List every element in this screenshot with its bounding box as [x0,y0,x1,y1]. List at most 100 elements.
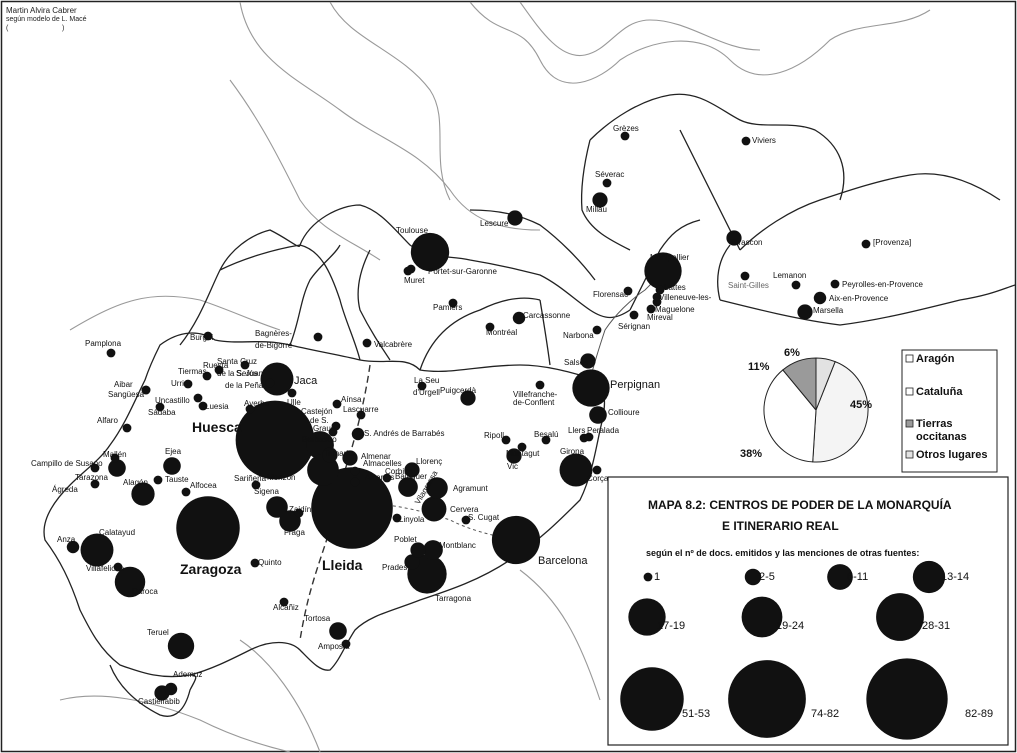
place-label-calatayud: Calatayud [99,528,135,537]
key-label-cataluna: Cataluña [916,386,963,398]
place-marker-millau [592,192,608,208]
place-label-sanguesa: Sangüesa [108,390,145,399]
place-label-tarazona: Tarazona [75,473,108,482]
size-legend-label-82-89: 82-89 [965,708,993,720]
place-marker-serignan [629,310,639,320]
place-label-de-bigorre: de-Bigorre [255,341,293,350]
place-marker-luesia [198,401,208,411]
pie-slice-aragon [812,361,869,463]
place-marker-santa-cruz [240,360,250,370]
place-marker-cervera [421,496,447,522]
place-label-girona: Girona [560,447,585,456]
size-legend-circle-28-31 [876,593,924,641]
place-label-fraga: Fraga [284,528,305,537]
place-label-zaragoza: Zaragoza [180,561,242,577]
place-marker-zaidin [294,508,304,518]
place-marker-ruesta [214,365,224,375]
place-marker-muret [403,266,413,276]
place-marker-montagut [517,442,527,452]
key-label-aragon: Aragón [916,353,955,365]
place-label-toulouse: Toulouse [396,226,429,235]
place-marker-ayerbe [245,404,255,414]
place-label-sigena: Sigena [254,487,279,496]
place-label-urries: Urriés [171,379,192,388]
place-marker-graus [328,427,338,437]
place-marker-fraga [279,510,301,532]
place-label-villeneuve-les: Villeneuve-les- [659,293,712,302]
place-marker-tauste [153,475,163,485]
place-label-de-conflent: de-Conflent [513,398,555,407]
size-legend-label-28-31: 28-31 [922,620,950,632]
place-marker-balaguer [398,477,418,497]
place-label-lemanon: Lemanon [773,271,806,280]
place-label-monzon: Monzón [267,473,295,482]
place-label-quinto: Quinto [258,558,282,567]
place-marker-lattes [655,285,665,295]
place-marker-villafeliche [113,562,123,572]
place-marker-corca [592,465,602,475]
place-label-tortosa: Tortosa [304,614,331,623]
place-marker-viviers [741,136,751,146]
place-marker-agreda [90,479,100,489]
size-legend-circle-19-24 [741,596,783,638]
key-label-occitanas-2: occitanas [916,431,967,443]
place-label-teruel: Teruel [147,628,169,637]
place-label-salses: Salses [564,358,588,367]
place-label-agreda: Ágreda [52,485,78,494]
place-label-de-s: de S. [310,416,329,425]
place-marker-s-juan [265,378,275,388]
place-label-almenar: Almenar [361,452,391,461]
size-legend-label-51-53: 51-53 [682,708,710,720]
place-label-perpignan: Perpignan [610,379,660,391]
place-label-lattes: Lattes [664,283,686,292]
pie-label-cataluna: 38% [740,448,762,460]
pie-slice-cataluna [763,369,817,463]
rivers [59,1,931,753]
key-swatch-aragon [905,354,914,363]
place-label-alfocea: Alfocea [190,481,217,490]
place-marker-mireval [646,304,656,314]
place-marker-marsella [797,304,813,320]
size-legend-circle-2-5 [744,568,762,586]
distribution-pie-chart [763,357,869,463]
place-marker-montblanc [423,540,443,560]
place-label-lleida: Lleida [322,557,363,573]
place-label-narbona: Narbona [563,331,594,340]
place-marker-peralada [584,432,594,442]
place-marker-tiermas [202,371,212,381]
place-marker-peyrolles-en-provence [830,279,840,289]
place-marker-provenza [861,239,871,249]
place-label-sadaba: Sádaba [148,408,176,417]
place-label-tamarite: Tamarite [324,449,355,458]
place-marker-tamarite [322,447,338,463]
size-legend-label-1: 1 [654,571,660,583]
place-marker-almacelles [350,466,360,476]
place-label-huesca: Huesca [192,419,242,435]
place-label-ruesta: Ruesta [203,361,229,370]
place-marker-lemanon [791,280,801,290]
place-label-d-urgell: d'Urgell [413,388,440,397]
place-marker-girona [559,453,593,487]
place-label-muret: Muret [404,276,425,285]
place-label-montblanc: Montblanc [439,541,476,550]
place-label-millau: Millau [586,205,607,214]
place-marker-collioure [589,406,607,424]
place-label-besalu: Besalú [534,430,558,439]
key-swatch-otros [905,450,914,459]
place-marker-salses [580,353,596,369]
place-label-prades: Prades [382,563,407,572]
place-label-campillo-de-susano: Campillo de Susano [31,459,103,468]
size-legend-circle-6-11 [827,564,853,590]
place-marker-alcaniz [279,597,289,607]
itinerary-route [344,503,516,541]
place-marker-toulouse [410,232,450,272]
size-legend-circle-82-89 [866,658,948,740]
place-marker-grezes [620,131,630,141]
place-marker-anza [66,540,80,554]
pie-key-box [901,349,998,473]
place-marker-puigcerda [460,390,476,406]
key-swatch-occitanas [905,419,914,428]
place-marker-jaca [260,362,294,396]
